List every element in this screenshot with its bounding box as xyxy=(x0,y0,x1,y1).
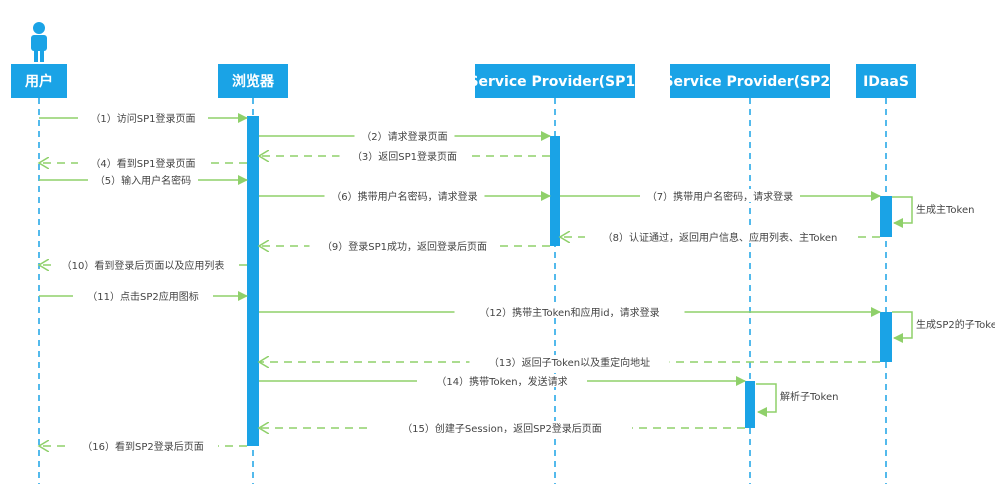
activation-bar-idaas xyxy=(880,196,892,237)
message-8: 生成主Token xyxy=(892,196,974,228)
message-9: （8）认证通过，返回用户信息、应用列表、主Token xyxy=(560,230,880,244)
actor-box-user xyxy=(11,64,67,98)
label-background xyxy=(309,239,500,252)
message-label: （4）看到SP1登录页面 xyxy=(90,157,195,170)
message-label: （7）携带用户名密码，请求登录 xyxy=(647,190,793,203)
message-label: （2）请求登录页面 xyxy=(361,130,447,143)
message-10: （9）登录SP1成功，返回登录后页面 xyxy=(259,239,550,253)
label-background xyxy=(469,355,670,368)
label-background xyxy=(73,289,213,302)
message-11: （10）看到登录后页面以及应用列表 xyxy=(39,258,247,272)
message-label: （5）输入用户名密码 xyxy=(95,174,191,187)
actor-box-sp1 xyxy=(475,64,635,98)
actor-headers: 用户 浏览器 Service Provider(SP1) Service Provid… xyxy=(11,64,916,98)
message-1: （1）访问SP1登录页面 xyxy=(39,111,248,125)
label-background xyxy=(53,258,233,271)
message-17: 解析子Token xyxy=(756,383,838,417)
activation-bar-sp1 xyxy=(550,136,560,246)
actor-label-user: 用户 xyxy=(25,73,53,90)
message-16: （14）携带Token，发送请求 xyxy=(259,374,746,388)
message-4: （4）看到SP1登录页面 xyxy=(39,156,247,170)
message-label: （14）携带Token，发送请求 xyxy=(436,375,567,388)
message-2: （2）请求登录页面 xyxy=(259,129,551,143)
message-14: 生成SP2的子Token xyxy=(892,311,995,343)
activation-bar-sp2 xyxy=(745,381,755,428)
message-label: （1）访问SP1登录页面 xyxy=(90,112,195,125)
label-background xyxy=(339,149,470,162)
message-5: （5）输入用户名密码 xyxy=(39,173,248,187)
message-19: （16）看到SP2登录后页面 xyxy=(39,439,247,453)
messages: （1）访问SP1登录页面 （2）请求登录页面 （3）返回SP1登录页面 （4）看到SP… xyxy=(39,111,995,453)
label-background xyxy=(417,374,587,387)
actor-sp1: Service Provider(SP1) xyxy=(468,64,642,98)
label-background xyxy=(324,189,485,202)
actor-idaas: IDaaS xyxy=(856,64,916,98)
message-label: （12）携带主Token和应用id，请求登录 xyxy=(479,306,659,319)
message-3: （3）返回SP1登录页面 xyxy=(259,149,550,163)
label-background xyxy=(68,439,218,452)
message-label: （15）创建子Session，返回SP2登录后页面 xyxy=(402,422,602,435)
message-6: （6）携带用户名密码，请求登录 xyxy=(259,189,551,203)
activation-bar-idaas xyxy=(880,312,892,362)
message-label: （13）返回子Token以及重定向地址 xyxy=(489,356,650,369)
message-label: （11）点击SP2应用图标 xyxy=(87,290,198,303)
actor-user: 用户 xyxy=(11,64,67,98)
message-13: （12）携带主Token和应用id，请求登录 xyxy=(259,305,881,319)
actor-box-idaas xyxy=(856,64,916,98)
user-icon xyxy=(31,22,47,62)
message-18: （15）创建子Session，返回SP2登录后页面 xyxy=(259,421,745,435)
label-background xyxy=(78,111,208,124)
actor-box-sp2 xyxy=(670,64,830,98)
message-12: （11）点击SP2应用图标 xyxy=(39,289,248,303)
label-background xyxy=(372,421,632,434)
actor-box-browser xyxy=(218,64,288,98)
message-label: （9）登录SP1成功，返回登录后页面 xyxy=(322,240,487,253)
message-label: （16）看到SP2登录后页面 xyxy=(82,440,203,453)
self-arrow xyxy=(892,311,913,343)
self-arrow xyxy=(892,196,913,228)
activation-bars xyxy=(247,116,892,446)
actor-sp2: Service Provider(SP2) xyxy=(663,64,837,98)
self-label: 生成SP2的子Token xyxy=(916,318,995,331)
message-label: （8）认证通过，返回用户信息、应用列表、主Token xyxy=(603,231,838,244)
label-background xyxy=(640,189,800,202)
actor-label-idaas: IDaaS xyxy=(863,74,909,90)
actor-label-sp1: Service Provider(SP1) xyxy=(468,74,641,90)
self-label: 生成主Token xyxy=(916,203,974,216)
message-label: （10）看到登录后页面以及应用列表 xyxy=(62,259,225,272)
actor-browser: 浏览器 xyxy=(218,64,288,98)
activation-bar-browser xyxy=(247,116,259,446)
actor-label-sp2: Service Provider(SP2) xyxy=(663,74,836,90)
label-background xyxy=(454,305,685,318)
self-arrow xyxy=(756,383,777,417)
self-label: 解析子Token xyxy=(780,390,838,403)
actor-label-browser: 浏览器 xyxy=(232,73,275,90)
message-label: （6）携带用户名密码，请求登录 xyxy=(331,190,477,203)
message-label: （3）返回SP1登录页面 xyxy=(352,150,457,163)
label-background xyxy=(354,129,455,142)
label-background xyxy=(88,173,198,186)
label-background xyxy=(78,156,208,169)
message-15: （13）返回子Token以及重定向地址 xyxy=(259,355,880,369)
message-7: （7）携带用户名密码，请求登录 xyxy=(560,189,881,203)
label-background xyxy=(585,230,855,243)
